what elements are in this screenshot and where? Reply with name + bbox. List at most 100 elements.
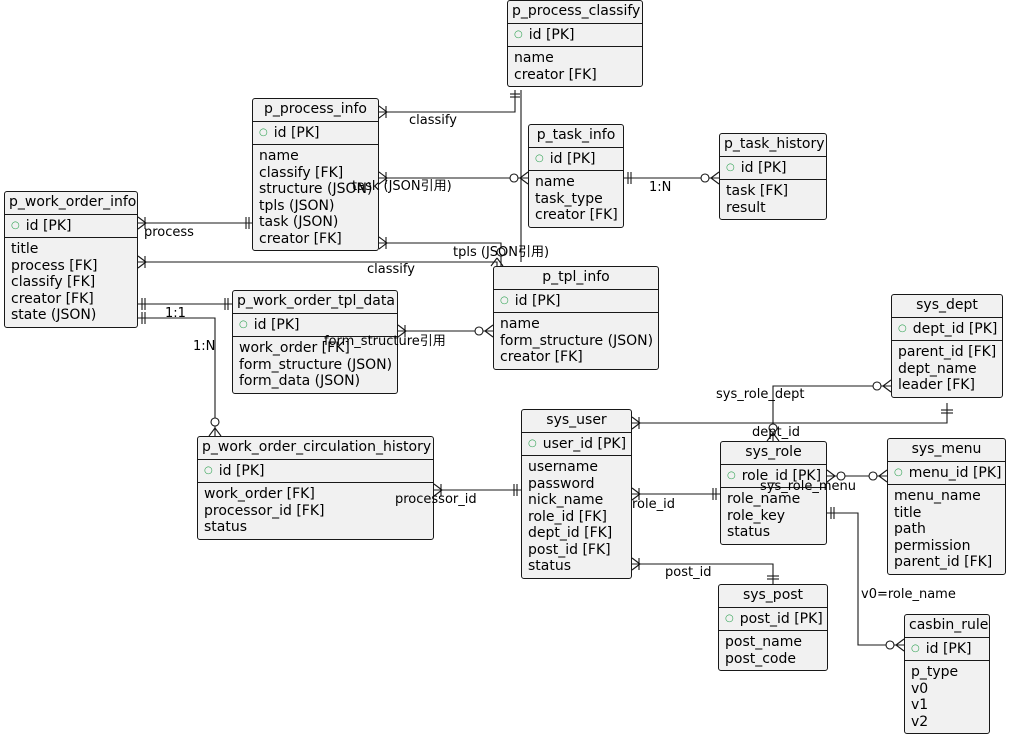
entity-attr: v1: [911, 697, 929, 713]
rel-label-v0-role-name: v0=role_name: [861, 587, 956, 602]
entity-attr: task (JSON): [259, 214, 339, 230]
entity-p-process-info[interactable]: p_process_info id [PK] name classify [FK…: [252, 98, 379, 251]
entity-attr: permission: [894, 537, 971, 554]
entity-sys-role[interactable]: sys_role role_id [PK] role_name role_key…: [720, 441, 827, 545]
rel-label-role-id: role_id: [632, 497, 675, 512]
entity-title: p_work_order_circulation_history: [198, 437, 433, 460]
entity-attr: parent_id [FK]: [898, 344, 997, 360]
entity-attr: role_key: [727, 507, 786, 524]
crow-foot-mark: [214, 427, 222, 437]
zero-marker: [872, 381, 882, 391]
entity-attr: task [FK]: [726, 183, 789, 199]
entity-p-work-order-info[interactable]: p_work_order_info id [PK] title process …: [4, 191, 138, 328]
entity-attr: name: [500, 316, 540, 332]
entity-sys-menu[interactable]: sys_menu menu_id [PK] menu_name title pa…: [887, 438, 1006, 575]
entity-key: id [PK]: [535, 151, 617, 168]
rel-line-1-n: [138, 317, 216, 436]
entity-attr: creator [FK]: [11, 290, 94, 307]
entity-attr: title: [894, 504, 922, 521]
entity-key: id [PK]: [239, 317, 391, 334]
rel-label-task-json: task (JSON引用): [352, 179, 452, 194]
zero-marker: [210, 417, 220, 427]
crow-foot-mark: [772, 432, 780, 442]
entity-p-task-info[interactable]: p_task_info id [PK] name task_type creat…: [528, 124, 624, 228]
rel-label-form-structure: form_structure引用: [324, 334, 446, 349]
crow-foot-mark: [882, 379, 892, 387]
entity-attr: post_name: [725, 634, 802, 650]
entity-attr: name: [535, 174, 575, 190]
entity-attr: p_type: [911, 664, 959, 680]
entity-p-work-order-circulation-history[interactable]: p_work_order_circulation_history id [PK]…: [197, 436, 434, 540]
entity-title: sys_menu: [888, 439, 1005, 462]
rel-label-sys-role-dept: sys_role_dept: [716, 387, 805, 402]
entity-key: id [PK]: [514, 27, 636, 44]
entity-sys-dept[interactable]: sys_dept dept_id [PK] parent_id [FK] dep…: [891, 294, 1003, 398]
entity-key: dept_id [PK]: [898, 321, 998, 338]
entity-attr: nick_name: [528, 492, 604, 508]
entity-p-task-history[interactable]: p_task_history id [PK] task [FK] result: [719, 133, 827, 220]
entity-key: id [PK]: [911, 641, 983, 658]
crow-foot-mark: [519, 177, 529, 185]
entity-p-process-classify[interactable]: p_process_classify id [PK] name creator …: [507, 0, 643, 87]
zero-marker: [700, 173, 710, 183]
entity-attr: name: [514, 50, 554, 66]
entity-title: p_process_info: [253, 99, 378, 122]
entity-attr: classify [FK]: [11, 274, 96, 290]
crow-foot-mark: [710, 171, 720, 179]
entity-key: post_id [PK]: [725, 611, 823, 628]
entity-p-tpl-info[interactable]: p_tpl_info id [PK] name form_structure (…: [493, 266, 659, 370]
entity-key: id [PK]: [259, 125, 372, 142]
entity-title: sys_role: [721, 442, 826, 465]
entity-attr: v2: [911, 713, 929, 730]
crow-foot-mark: [710, 177, 720, 185]
crow-foot-mark: [484, 330, 494, 338]
entity-attr: path: [894, 521, 926, 537]
entity-attr: state (JSON): [11, 307, 97, 323]
rel-line-classify-wo: [138, 261, 498, 266]
entity-title: sys_post: [719, 585, 827, 608]
entity-p-work-order-tpl-data[interactable]: p_work_order_tpl_data id [PK] work_order…: [232, 290, 398, 394]
entity-title: casbin_rule: [905, 615, 989, 638]
entity-title: p_process_classify: [508, 1, 642, 24]
entity-attr: username: [528, 459, 598, 475]
entity-title: p_task_info: [529, 125, 623, 148]
entity-attr: title: [11, 241, 39, 257]
rel-label-post-id: post_id: [665, 565, 712, 580]
entity-key: user_id [PK]: [528, 436, 626, 453]
entity-attr: leader [FK]: [898, 377, 975, 393]
zero-marker: [836, 471, 846, 481]
entity-attr: post_code: [725, 650, 796, 667]
entity-attr: work_order [FK]: [239, 340, 350, 356]
entity-attr: creator [FK]: [500, 349, 583, 365]
crow-foot-mark: [496, 257, 504, 267]
entity-sys-post[interactable]: sys_post post_id [PK] post_name post_cod…: [718, 584, 828, 671]
zero-marker: [885, 640, 895, 650]
entity-casbin-rule[interactable]: casbin_rule id [PK] p_type v0 v1 v2: [904, 614, 990, 734]
entity-attr: creator [FK]: [259, 230, 342, 247]
rel-label-classify: classify: [409, 113, 457, 128]
crow-foot-mark: [895, 638, 905, 646]
entity-attr: creator [FK]: [514, 66, 597, 83]
rel-label-processor-id: processor_id: [395, 492, 477, 507]
entity-sys-user[interactable]: sys_user user_id [PK] username password …: [521, 409, 632, 579]
zero-marker: [768, 423, 778, 433]
crow-foot-mark: [878, 469, 888, 477]
entity-key: menu_id [PK]: [894, 465, 1002, 482]
entity-attr: classify [FK]: [259, 164, 344, 181]
crow-foot-mark: [490, 257, 498, 267]
entity-attr: role_name: [727, 491, 801, 507]
entity-attr: tpls (JSON): [259, 197, 335, 214]
entity-attr: process [FK]: [11, 257, 98, 274]
entity-attr: status: [204, 519, 248, 535]
entity-attr: structure (JSON): [259, 181, 373, 197]
entity-attr: work_order [FK]: [204, 486, 315, 502]
entity-key: id [PK]: [204, 463, 427, 480]
crow-foot-mark: [895, 644, 905, 652]
entity-attr: status: [727, 524, 771, 540]
entity-title: p_task_history: [720, 134, 826, 157]
entity-key: id [PK]: [500, 293, 652, 310]
entity-attr: post_id [FK]: [528, 541, 611, 558]
entity-key: role_id [PK]: [727, 468, 821, 485]
entity-attr: creator [FK]: [535, 207, 618, 223]
